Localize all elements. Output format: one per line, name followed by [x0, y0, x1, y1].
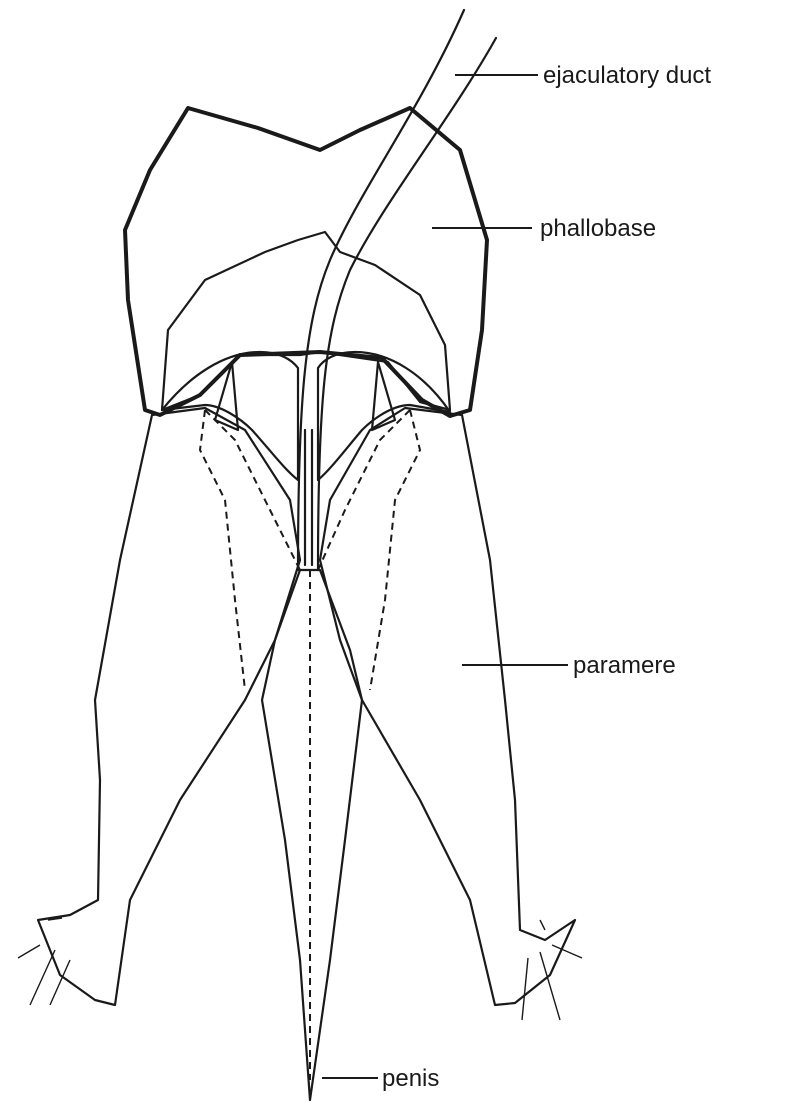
- left-paramere-inner-outline: [200, 410, 300, 690]
- phallobase-lower-arc-right: [318, 352, 450, 480]
- ejaculatory-duct: [298, 10, 464, 570]
- phallobase-label: phallobase: [540, 215, 656, 242]
- paramere-label: paramere: [573, 652, 676, 679]
- right-paramere: [320, 408, 575, 1005]
- right-paramere-inner-outline: [318, 410, 420, 690]
- ejaculatory-duct-outer: [318, 38, 496, 570]
- left-paramere: [38, 408, 300, 1005]
- ejaculatory-duct-inner-line: [305, 430, 312, 565]
- penis: [262, 570, 362, 1100]
- penis-label: penis: [382, 1065, 439, 1092]
- ejaculatory-duct-label: ejaculatory duct: [543, 62, 711, 89]
- left-paramere-bristles: [18, 918, 70, 1005]
